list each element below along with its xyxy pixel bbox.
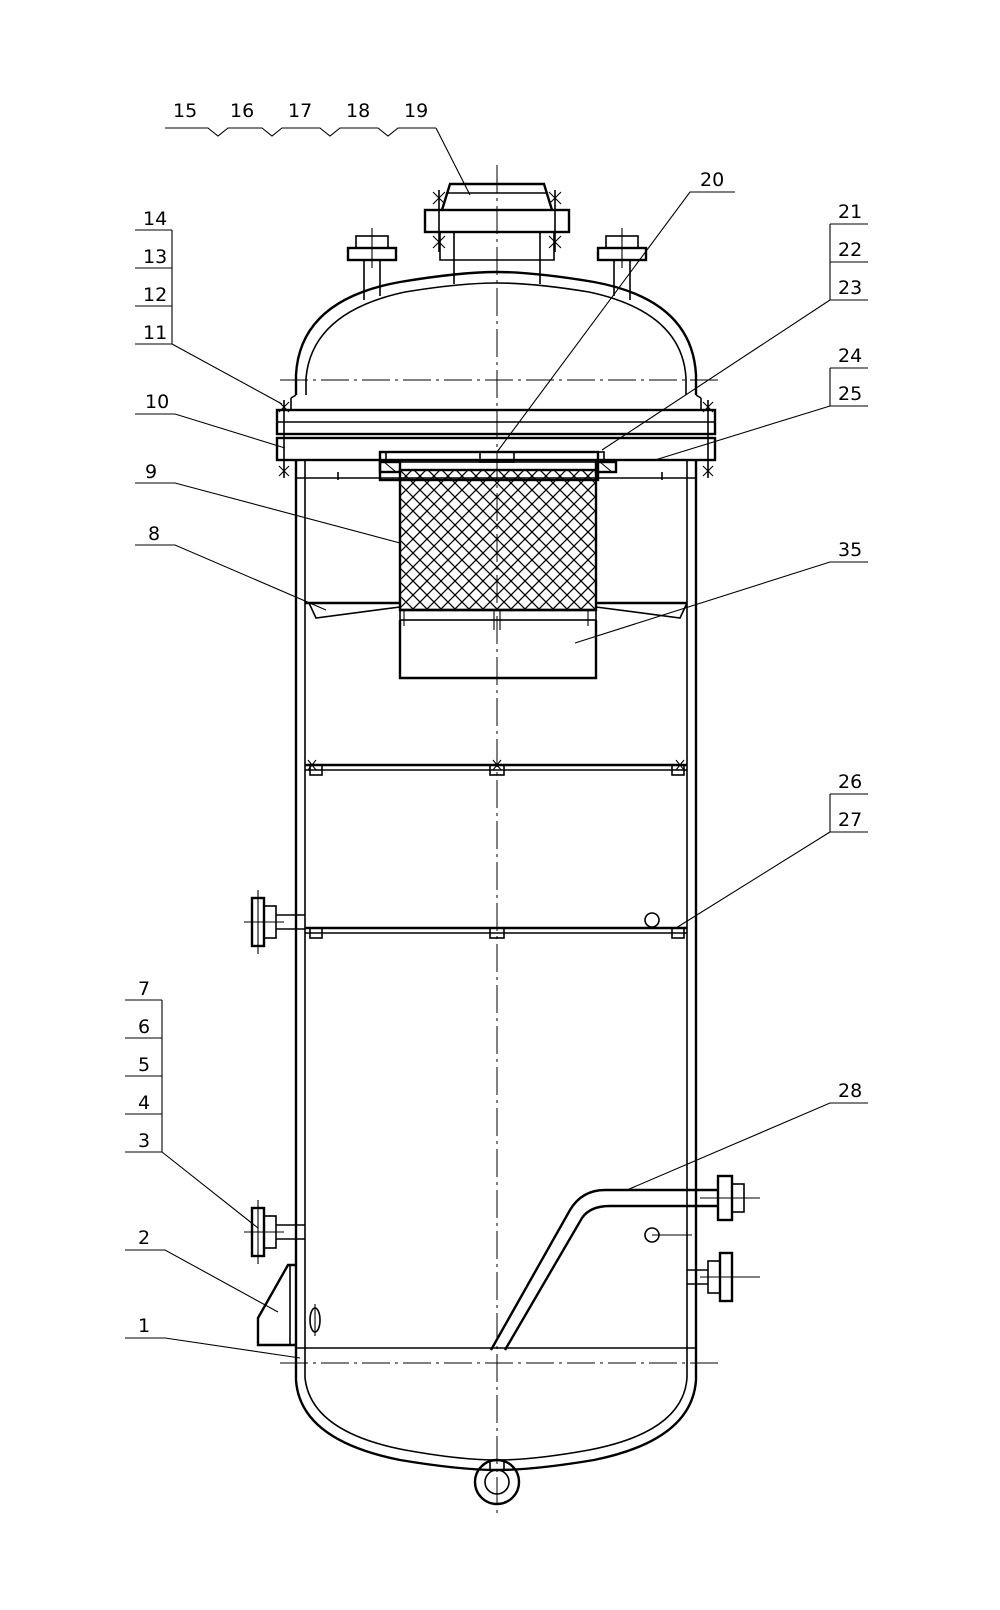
- label-9: 9: [145, 461, 157, 483]
- label-21: 21: [838, 201, 862, 223]
- right-label-stack-21-23: 21 22 23: [601, 201, 868, 451]
- right-label-20: 20: [496, 169, 735, 453]
- label-7: 7: [138, 978, 150, 1000]
- side-nozzle-low-right: [687, 1251, 760, 1303]
- label-18: 18: [346, 100, 370, 122]
- label-4: 4: [138, 1092, 150, 1114]
- label-5: 5: [138, 1054, 150, 1076]
- label-14: 14: [143, 208, 167, 230]
- label-17: 17: [288, 100, 312, 122]
- label-3: 3: [138, 1130, 150, 1152]
- label-12: 12: [143, 284, 167, 306]
- top-head: [294, 270, 698, 395]
- label-16: 16: [230, 100, 254, 122]
- right-label-28: 28: [626, 1080, 868, 1191]
- label-15: 15: [173, 100, 197, 122]
- bottom-head: [280, 1347, 720, 1506]
- label-35: 35: [838, 539, 862, 561]
- side-nozzle-low-left: [244, 1200, 305, 1264]
- label-23: 23: [838, 277, 862, 299]
- left-labels-10-9-8: 10 9 8: [135, 391, 401, 611]
- right-label-stack-26-27: 26 27: [675, 771, 868, 929]
- label-22: 22: [838, 239, 862, 261]
- label-26: 26: [838, 771, 862, 793]
- label-6: 6: [138, 1016, 150, 1038]
- support-plate: [378, 451, 618, 474]
- top-nozzle: [423, 182, 571, 284]
- left-lower-label-stack: 7 6 5 4 3: [125, 978, 259, 1229]
- label-24: 24: [838, 345, 862, 367]
- top-label-row: 15 16 17 18 19: [165, 100, 471, 196]
- top-small-nozzle-right: [596, 228, 648, 300]
- label-10: 10: [145, 391, 169, 413]
- label-11: 11: [143, 322, 167, 344]
- label-13: 13: [143, 246, 167, 268]
- label-27: 27: [838, 809, 862, 831]
- drain-skirt: [398, 620, 598, 680]
- label-8: 8: [148, 523, 160, 545]
- top-small-nozzle-left: [346, 228, 398, 300]
- label-2: 2: [138, 1227, 150, 1249]
- demister-pad: [378, 450, 600, 630]
- support-lug: [256, 1263, 321, 1347]
- label-1: 1: [138, 1315, 150, 1337]
- side-nozzle-mid-left: [244, 890, 305, 954]
- left-labels-2-1: 2 1: [125, 1227, 301, 1359]
- inlet-pipe: [489, 1174, 760, 1351]
- label-20: 20: [700, 169, 724, 191]
- label-25: 25: [838, 383, 862, 405]
- body-flange: [275, 394, 717, 478]
- right-label-stack-24-25: 24 25: [654, 345, 868, 461]
- tray-lower: [305, 912, 687, 939]
- label-19: 19: [404, 100, 428, 122]
- right-label-35: 35: [574, 539, 868, 644]
- tray-upper: [305, 759, 687, 776]
- label-28: 28: [838, 1080, 862, 1102]
- left-upper-label-stack: 14 13 12 11: [135, 208, 283, 405]
